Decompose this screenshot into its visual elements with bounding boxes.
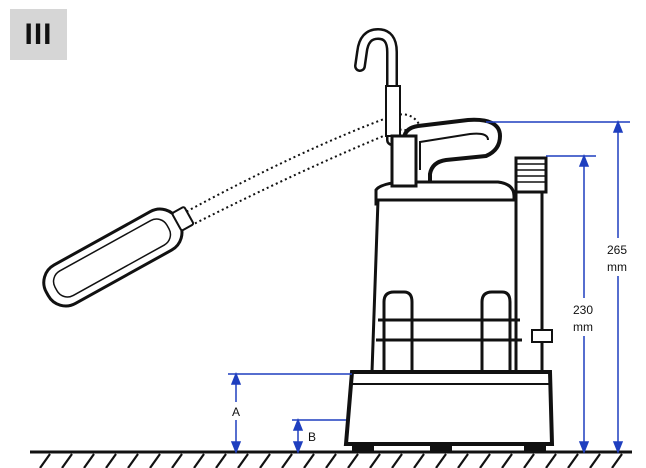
float-switch	[42, 113, 421, 308]
float-cap	[171, 206, 195, 232]
dim-265-value: 265	[607, 243, 627, 257]
discharge-hose	[354, 27, 401, 146]
figure-number-badge: III	[10, 9, 67, 60]
pump-outlet-pipe	[514, 188, 544, 374]
pump-handle	[402, 117, 502, 184]
dim-a-label: A	[232, 405, 240, 419]
dim-230-value: 230	[573, 303, 593, 317]
floor	[30, 450, 632, 468]
float-body	[42, 207, 184, 308]
dim-265-unit: mm	[607, 260, 627, 274]
pump-intake-ribs	[376, 290, 522, 372]
dim-230-unit: mm	[573, 320, 593, 334]
floor-hatching	[39, 453, 623, 468]
pump-motor-housing	[370, 198, 526, 374]
pump-outlet-thread	[514, 156, 548, 194]
pump-base	[343, 370, 555, 446]
dimension-lines	[228, 119, 630, 455]
float-cable-dotted	[181, 113, 421, 215]
submersible-pump	[343, 117, 555, 452]
dim-b-label: B	[308, 430, 316, 444]
float-body-shade	[52, 218, 172, 298]
